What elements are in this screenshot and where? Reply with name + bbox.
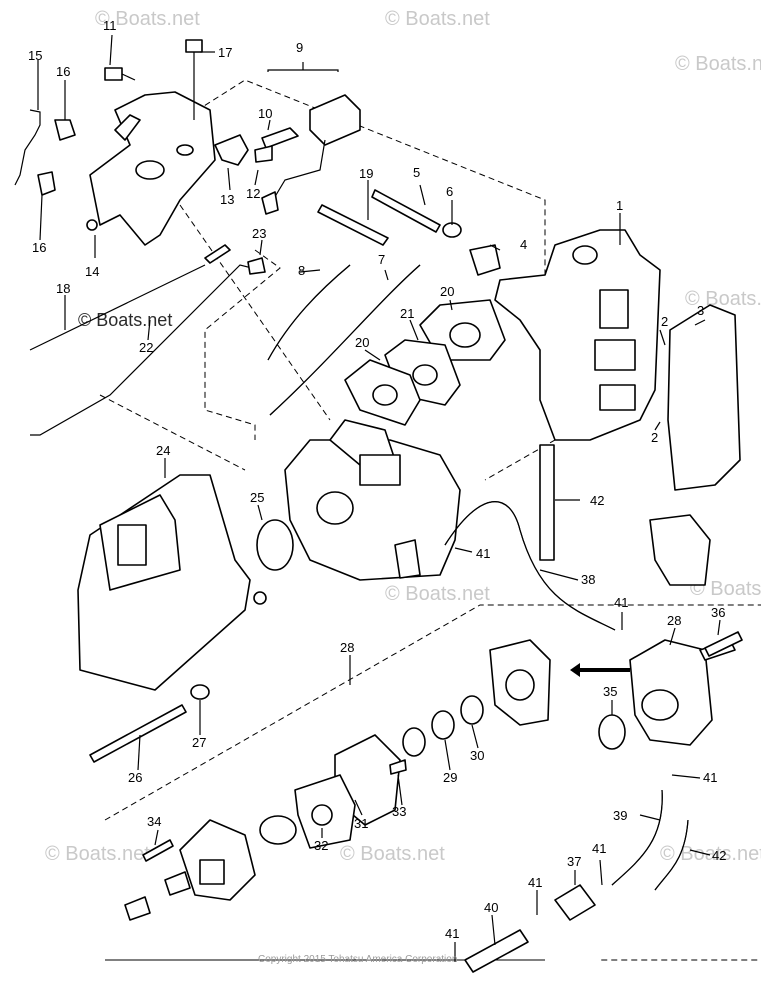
part-14-bracket xyxy=(86,91,216,246)
callout-22: 22 xyxy=(139,340,153,355)
callout-25: 25 xyxy=(250,490,264,505)
fasteners-4-5-6-19 xyxy=(317,189,501,276)
watermark: © Boats.net xyxy=(685,288,761,310)
watermark: © Boats.net xyxy=(690,578,761,600)
callout-7: 7 xyxy=(378,252,385,267)
callout-24: 24 xyxy=(156,443,170,458)
callout-17: 17 xyxy=(218,45,232,60)
bolts-33-34-36 xyxy=(142,631,743,862)
callout-41: 41 xyxy=(476,546,490,561)
callout-40: 40 xyxy=(484,900,498,915)
callout-8: 8 xyxy=(298,263,305,278)
callout-41: 41 xyxy=(592,841,606,856)
hoses-7-8 xyxy=(267,264,421,416)
callout-2: 2 xyxy=(661,314,668,329)
callout-42: 42 xyxy=(712,848,726,863)
callout-9: 9 xyxy=(296,40,303,55)
part-35-oring xyxy=(598,714,626,750)
callout-37: 37 xyxy=(567,854,581,869)
hoses-38-42 xyxy=(444,444,616,631)
watermark: © Boats.net xyxy=(95,8,200,30)
callout-labels: 1 2 2 3 4 5 6 7 8 9 10 11 12 13 14 15 16… xyxy=(28,18,726,941)
callout-26: 26 xyxy=(128,770,142,785)
callout-41: 41 xyxy=(445,926,459,941)
part-1-manifold xyxy=(494,229,661,441)
pump-exploded xyxy=(124,639,551,921)
callout-41: 41 xyxy=(703,770,717,785)
part-24-silencer xyxy=(77,474,267,691)
callout-33: 33 xyxy=(392,804,406,819)
carburetor xyxy=(284,419,461,581)
callout-10: 10 xyxy=(258,106,272,121)
callout-30: 30 xyxy=(470,748,484,763)
callout-18: 18 xyxy=(56,281,70,296)
watermark: © Boats.net xyxy=(385,8,490,30)
callout-21: 21 xyxy=(400,306,414,321)
callout-15: 15 xyxy=(28,48,42,63)
callout-4: 4 xyxy=(520,237,527,252)
callout-3: 3 xyxy=(697,303,704,318)
callout-2: 2 xyxy=(651,430,658,445)
callout-23: 23 xyxy=(252,226,266,241)
watermark: © Boats.net xyxy=(340,843,445,865)
copyright-text: Copyright 2015 Tohatsu America Corporati… xyxy=(258,954,457,965)
callout-28: 28 xyxy=(340,640,354,655)
gaskets-20-21 xyxy=(344,299,506,426)
callout-11: 11 xyxy=(103,18,117,33)
callout-28: 28 xyxy=(667,613,681,628)
callout-36: 36 xyxy=(711,605,725,620)
callout-27: 27 xyxy=(192,735,206,750)
callout-1: 1 xyxy=(616,198,623,213)
part-9-throttle-link xyxy=(214,62,361,215)
callout-32: 32 xyxy=(314,838,328,853)
callout-34: 34 xyxy=(147,814,161,829)
watermark: © Boats.net xyxy=(675,53,761,75)
callout-19: 19 xyxy=(359,166,373,181)
direction-arrow xyxy=(570,663,630,677)
fitting-part xyxy=(649,514,711,586)
callout-16: 16 xyxy=(32,240,46,255)
leader-lines xyxy=(37,34,721,962)
part-25-oring xyxy=(256,519,294,571)
callout-41: 41 xyxy=(528,875,542,890)
watermark: © Boats.net xyxy=(660,843,761,865)
watermark: © Boats.net xyxy=(385,583,490,605)
watermark-layer: © Boats.net © Boats.net © Boats.net © Bo… xyxy=(45,8,761,865)
part-28-fuel-pump xyxy=(629,639,736,746)
callout-20: 20 xyxy=(440,284,454,299)
callout-29: 29 xyxy=(443,770,457,785)
callout-35: 35 xyxy=(603,684,617,699)
callout-42: 42 xyxy=(590,493,604,508)
callout-13: 13 xyxy=(220,192,234,207)
callout-31: 31 xyxy=(354,816,368,831)
watermark: © Boats.net xyxy=(45,843,150,865)
reference-lines xyxy=(94,79,761,961)
part-15-rod xyxy=(14,109,76,196)
callout-14: 14 xyxy=(85,264,99,279)
bolt-26-washer-27 xyxy=(89,684,210,763)
callout-39: 39 xyxy=(613,808,627,823)
part-18-22-cables xyxy=(29,244,266,436)
callout-41: 41 xyxy=(614,595,628,610)
callout-5: 5 xyxy=(413,165,420,180)
part-3-gasket xyxy=(667,304,741,491)
callout-6: 6 xyxy=(446,184,453,199)
callout-16: 16 xyxy=(56,64,70,79)
callout-12: 12 xyxy=(246,186,260,201)
lower-hoses xyxy=(464,789,689,973)
callout-20: 20 xyxy=(355,335,369,350)
callout-38: 38 xyxy=(581,572,595,587)
